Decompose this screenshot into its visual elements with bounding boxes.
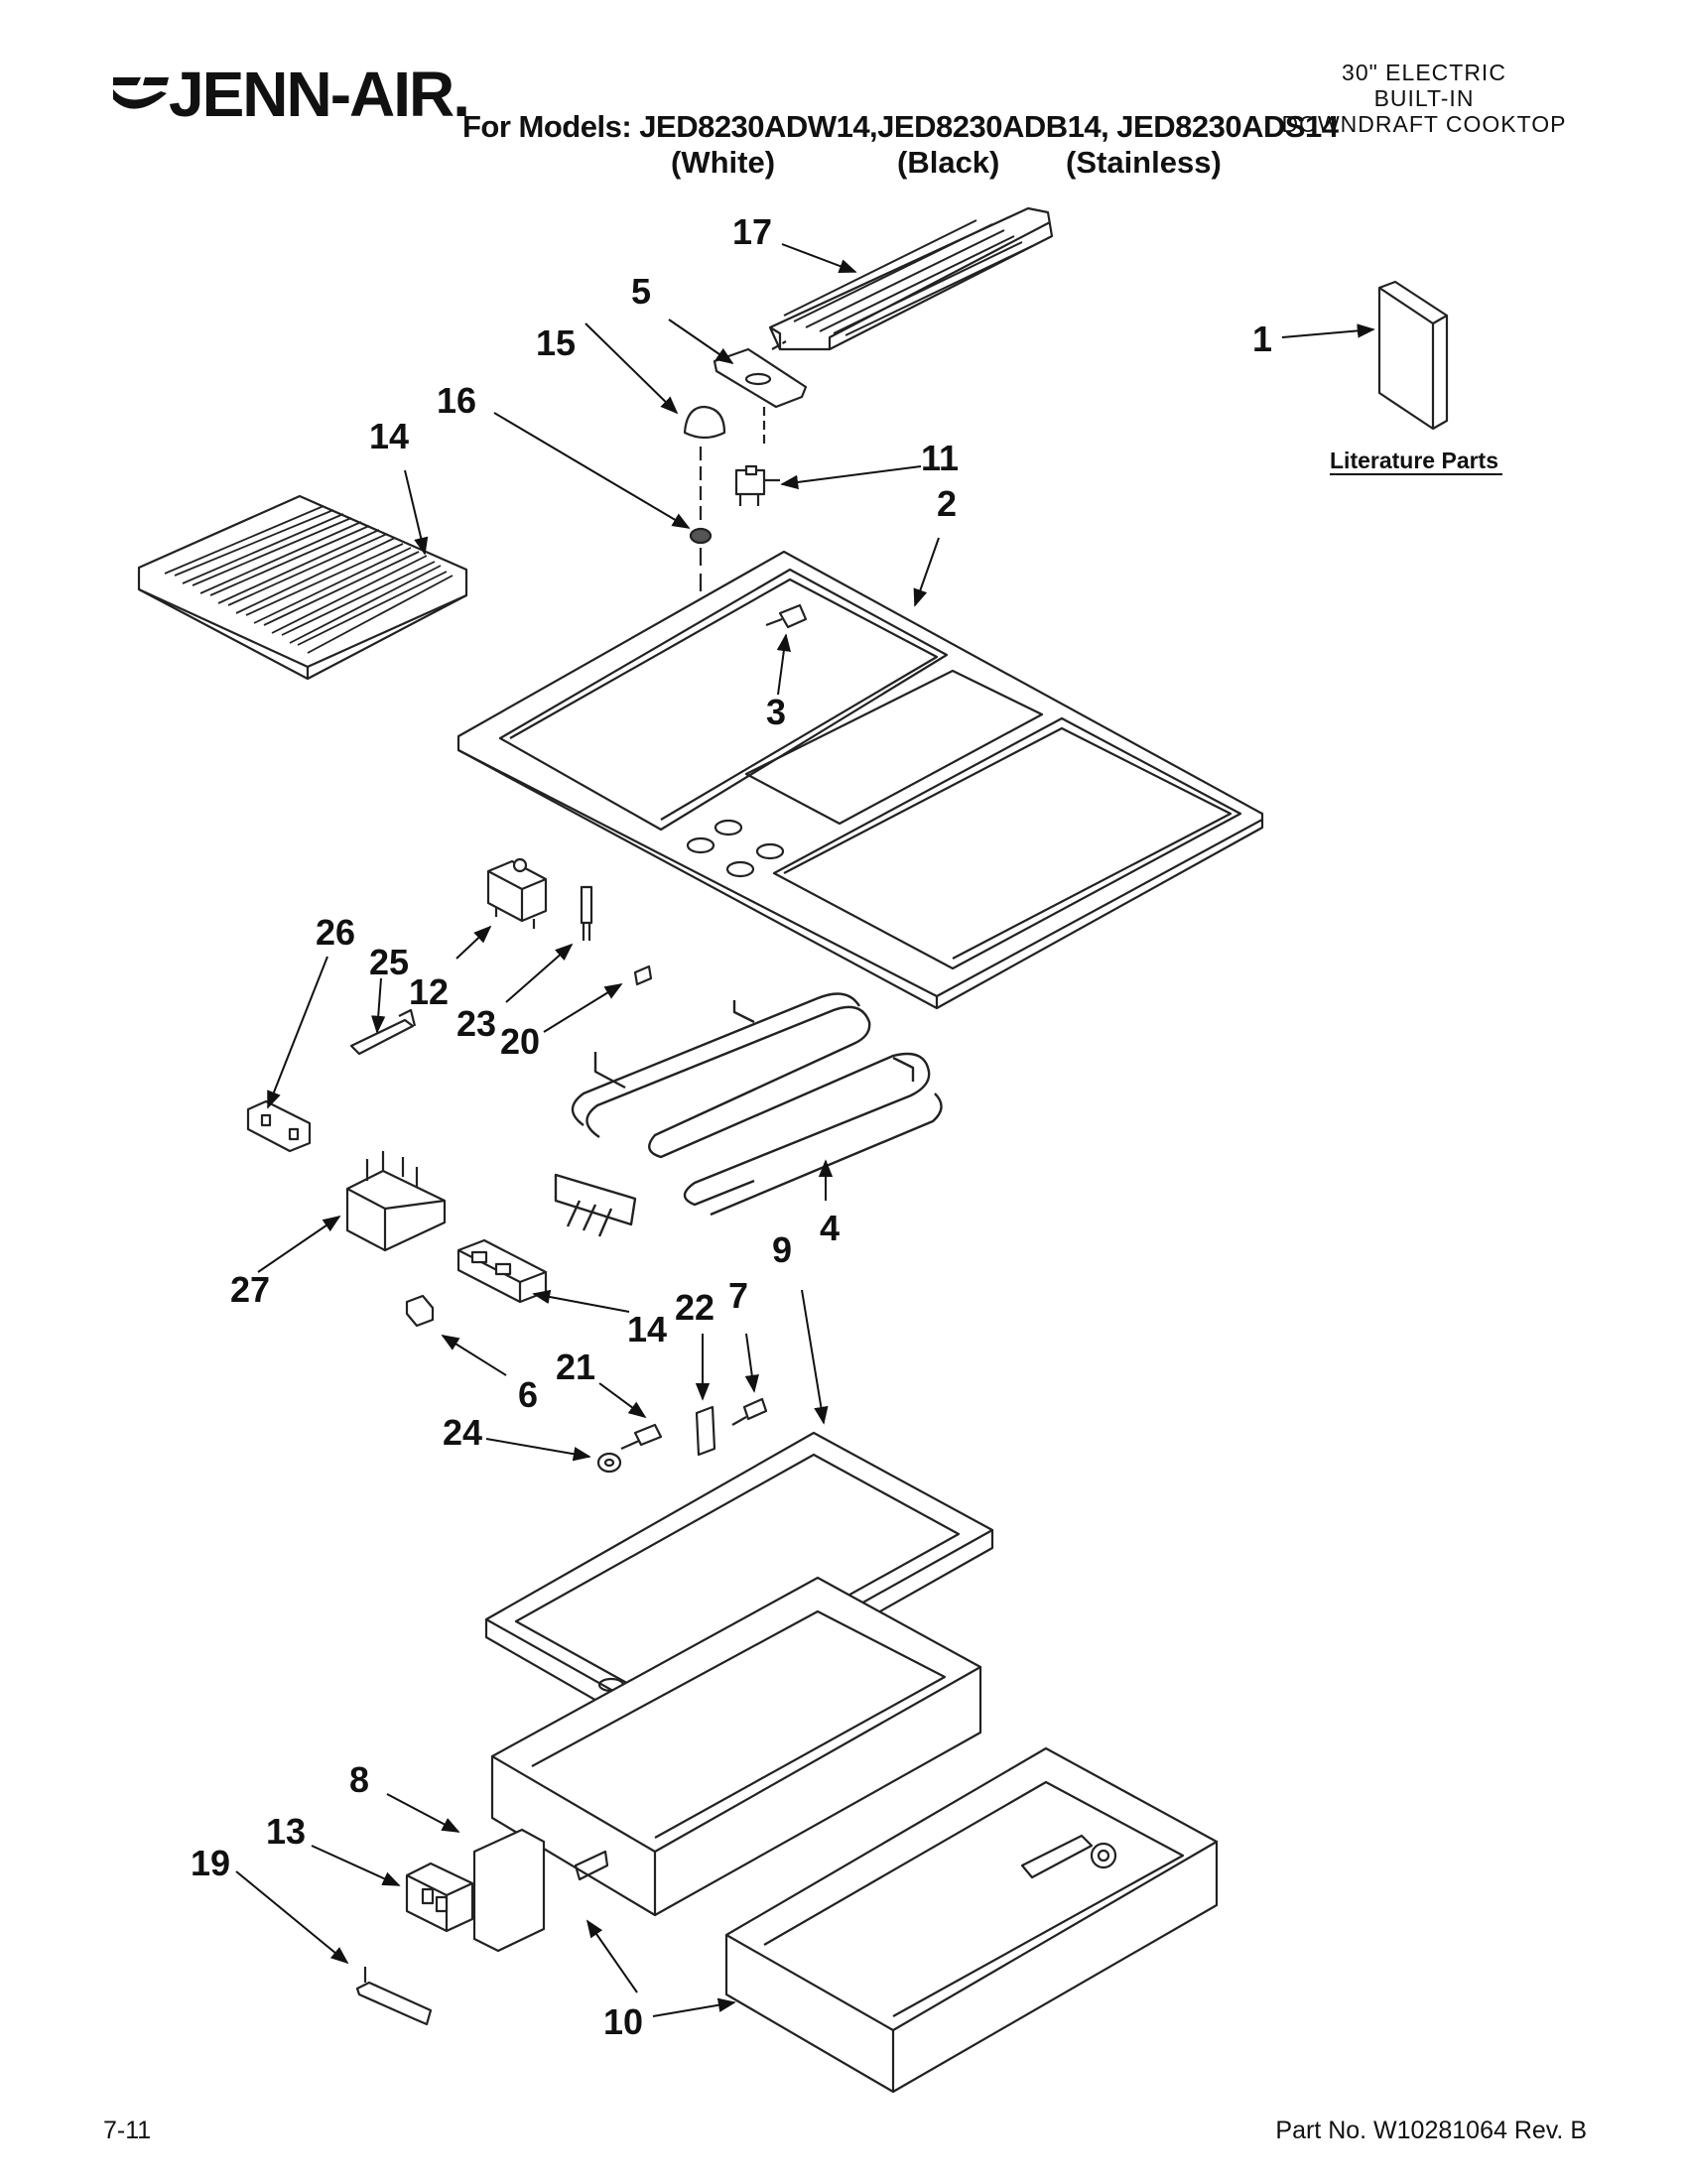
callout-22: 22 bbox=[675, 1287, 714, 1328]
callout-11: 11 bbox=[921, 438, 959, 478]
callout-2: 2 bbox=[937, 483, 957, 524]
models-line: For Models: JED8230ADW14,JED8230ADB14, J… bbox=[462, 109, 1339, 144]
knob-part bbox=[683, 405, 726, 440]
bracket-19-part bbox=[355, 1967, 433, 2026]
jenn-air-swoosh-icon bbox=[113, 77, 169, 109]
product-title: 30" ELECTRIC BUILT-IN DOWNDRAFT COOKTOP bbox=[1260, 60, 1588, 137]
screw-21-part bbox=[620, 1423, 663, 1451]
product-title-line-3: DOWNDRAFT COOKTOP bbox=[1281, 111, 1567, 137]
callout-21: 21 bbox=[556, 1347, 595, 1387]
pilot-light-part bbox=[580, 885, 593, 941]
vent-grille-part bbox=[768, 206, 1054, 351]
terminal-strip-part bbox=[456, 1238, 548, 1304]
callout-8: 8 bbox=[349, 1759, 369, 1800]
color-black: (Black) bbox=[897, 145, 1000, 180]
callout-17: 16 bbox=[437, 380, 476, 421]
callout-4: 4 bbox=[820, 1208, 840, 1248]
callout-27: 27 bbox=[230, 1269, 270, 1310]
callout-23: 23 bbox=[456, 1003, 496, 1044]
model-colors: (White) (Black) (Stainless) bbox=[462, 145, 1256, 181]
callout-12: 12 bbox=[409, 971, 449, 1012]
callout-10: 10 bbox=[603, 2001, 643, 2042]
drip-pan-part bbox=[484, 1431, 994, 1738]
callout-1: 1 bbox=[1252, 319, 1272, 359]
literature-part bbox=[1377, 280, 1449, 431]
color-stainless: (Stainless) bbox=[1066, 145, 1222, 180]
color-white: (White) bbox=[671, 145, 776, 180]
callout-3: 3 bbox=[766, 692, 786, 732]
relay-part bbox=[345, 1151, 447, 1252]
bracket-22-part bbox=[695, 1405, 716, 1457]
models-heading: For Models: JED8230ADW14,JED8230ADB14, J… bbox=[462, 109, 1339, 181]
product-title-line-2: BUILT-IN bbox=[1373, 85, 1475, 111]
clip-part bbox=[405, 1294, 435, 1328]
callout-20: 20 bbox=[500, 1021, 540, 1062]
page-number: 7-11 bbox=[103, 2117, 152, 2144]
cooktop-part bbox=[456, 550, 1264, 1010]
terminal-block-13-part bbox=[405, 1862, 474, 1933]
washer-part bbox=[596, 1452, 622, 1474]
callout-24: 24 bbox=[443, 1412, 482, 1453]
brand-name: JENN-AIR. bbox=[169, 59, 470, 130]
callout-16: 15 bbox=[536, 322, 576, 363]
part-number: Part No. W10281064 Rev. B bbox=[1275, 2117, 1587, 2144]
callout-5: 5 bbox=[631, 271, 651, 312]
grill-grate-part bbox=[137, 494, 468, 681]
jenn-air-logo: JENN-AIR. bbox=[111, 60, 478, 129]
literature-parts-label: Literature Parts bbox=[1330, 448, 1498, 473]
callout-13: 13 bbox=[266, 1811, 306, 1852]
switch-part bbox=[734, 464, 780, 506]
callout-6: 6 bbox=[518, 1374, 538, 1415]
callout-25: 25 bbox=[369, 942, 409, 982]
terminal-block-part bbox=[246, 1099, 312, 1153]
tray-lower-part bbox=[724, 1746, 1219, 2094]
badge-plate-part bbox=[713, 340, 808, 449]
callout-18: 17 bbox=[732, 211, 772, 252]
callout-19: 19 bbox=[191, 1843, 230, 1883]
callout-7: 7 bbox=[728, 1275, 748, 1316]
callout-14: 14 bbox=[627, 1309, 667, 1349]
tray-upper-part bbox=[490, 1576, 982, 1917]
heating-element-part bbox=[554, 992, 943, 1237]
clip-small-part bbox=[633, 964, 653, 986]
screw-part bbox=[765, 603, 808, 629]
screw-7-part bbox=[731, 1397, 768, 1426]
shield-plate-part bbox=[472, 1828, 546, 1953]
product-title-line-1: 30" ELECTRIC bbox=[1342, 60, 1506, 85]
bracket-part bbox=[349, 1008, 417, 1056]
callout-9: 9 bbox=[772, 1229, 792, 1270]
callout-26: 26 bbox=[316, 912, 355, 953]
callout-15: 14 bbox=[369, 416, 409, 456]
infinite-switch-part bbox=[486, 857, 548, 929]
